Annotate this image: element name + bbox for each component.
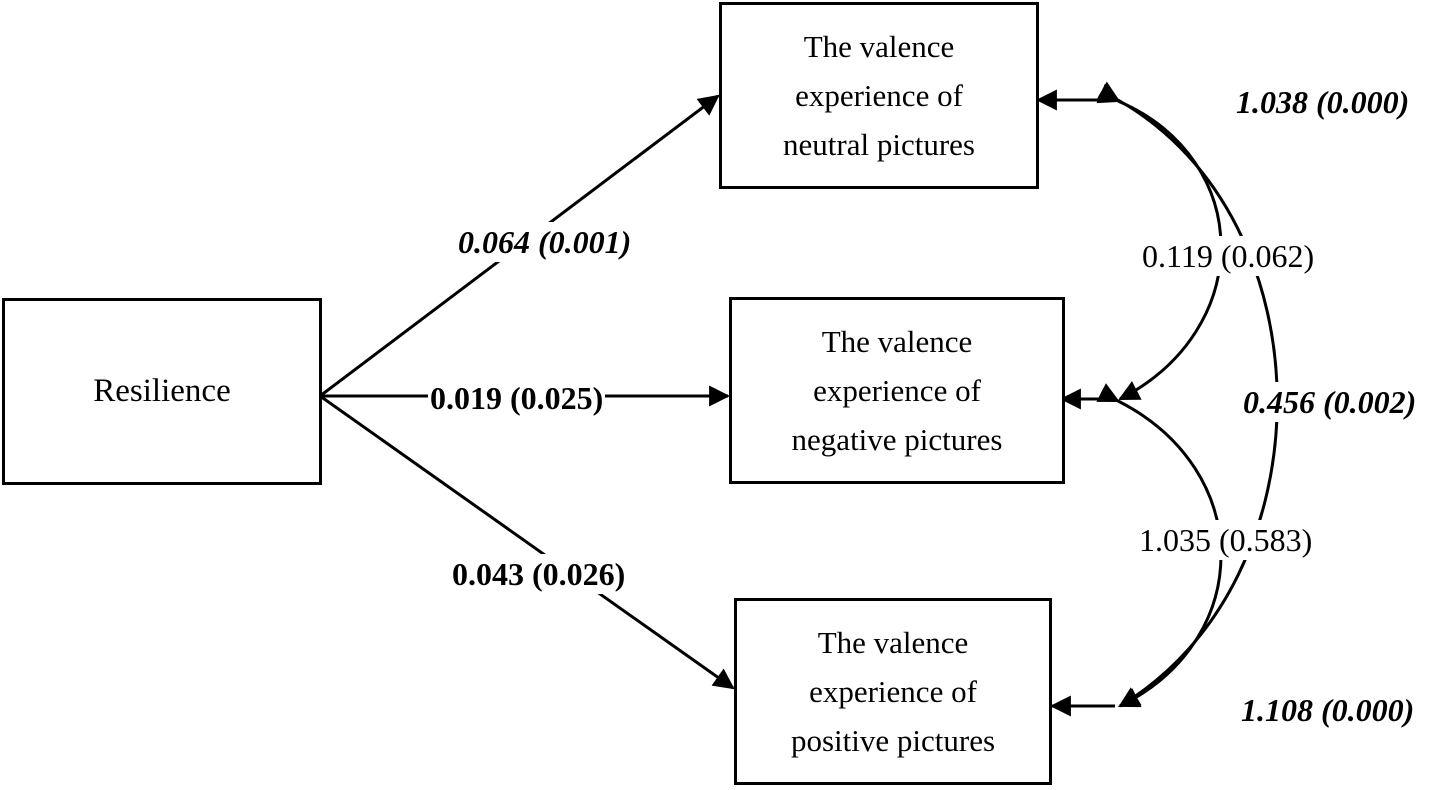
node-resilience: Resilience — [2, 298, 322, 485]
residual-label-negative: 0.456 (0.002) — [1241, 382, 1419, 422]
edge-label-resilience-positive: 0.043 (0.026) — [450, 554, 628, 594]
edge-label-resilience-negative: 0.019 (0.025) — [428, 378, 606, 418]
node-negative-pictures: The valence experience of negative pictu… — [729, 297, 1065, 484]
node-negative-line-3: negative pictures — [791, 422, 1003, 457]
node-positive-line-1: The valence — [817, 625, 969, 660]
node-negative-line-1: The valence — [821, 324, 973, 359]
node-positive-pictures: The valence experience of positive pictu… — [734, 598, 1052, 785]
node-negative-line-2: experience of — [813, 373, 981, 408]
residual-label-positive: 1.108 (0.000) — [1239, 690, 1417, 730]
edge-label-resilience-neutral: 0.064 (0.001) — [456, 222, 634, 262]
node-neutral-pictures: The valence experience of neutral pictur… — [719, 2, 1039, 189]
node-resilience-label: Resilience — [93, 373, 231, 409]
node-positive-line-3: positive pictures — [790, 723, 996, 758]
residual-label-neutral: 1.038 (0.000) — [1234, 82, 1412, 122]
node-positive-line-2: experience of — [809, 674, 977, 709]
node-neutral-line-1: The valence — [803, 29, 955, 64]
covariance-label-negative-positive: 1.035 (0.583) — [1137, 520, 1315, 560]
covariance-label-neutral-negative: 0.119 (0.062) — [1140, 236, 1317, 276]
path-resilience-to-positive — [319, 394, 735, 690]
node-neutral-line-3: neutral pictures — [783, 127, 975, 162]
node-neutral-line-2: experience of — [795, 78, 963, 113]
